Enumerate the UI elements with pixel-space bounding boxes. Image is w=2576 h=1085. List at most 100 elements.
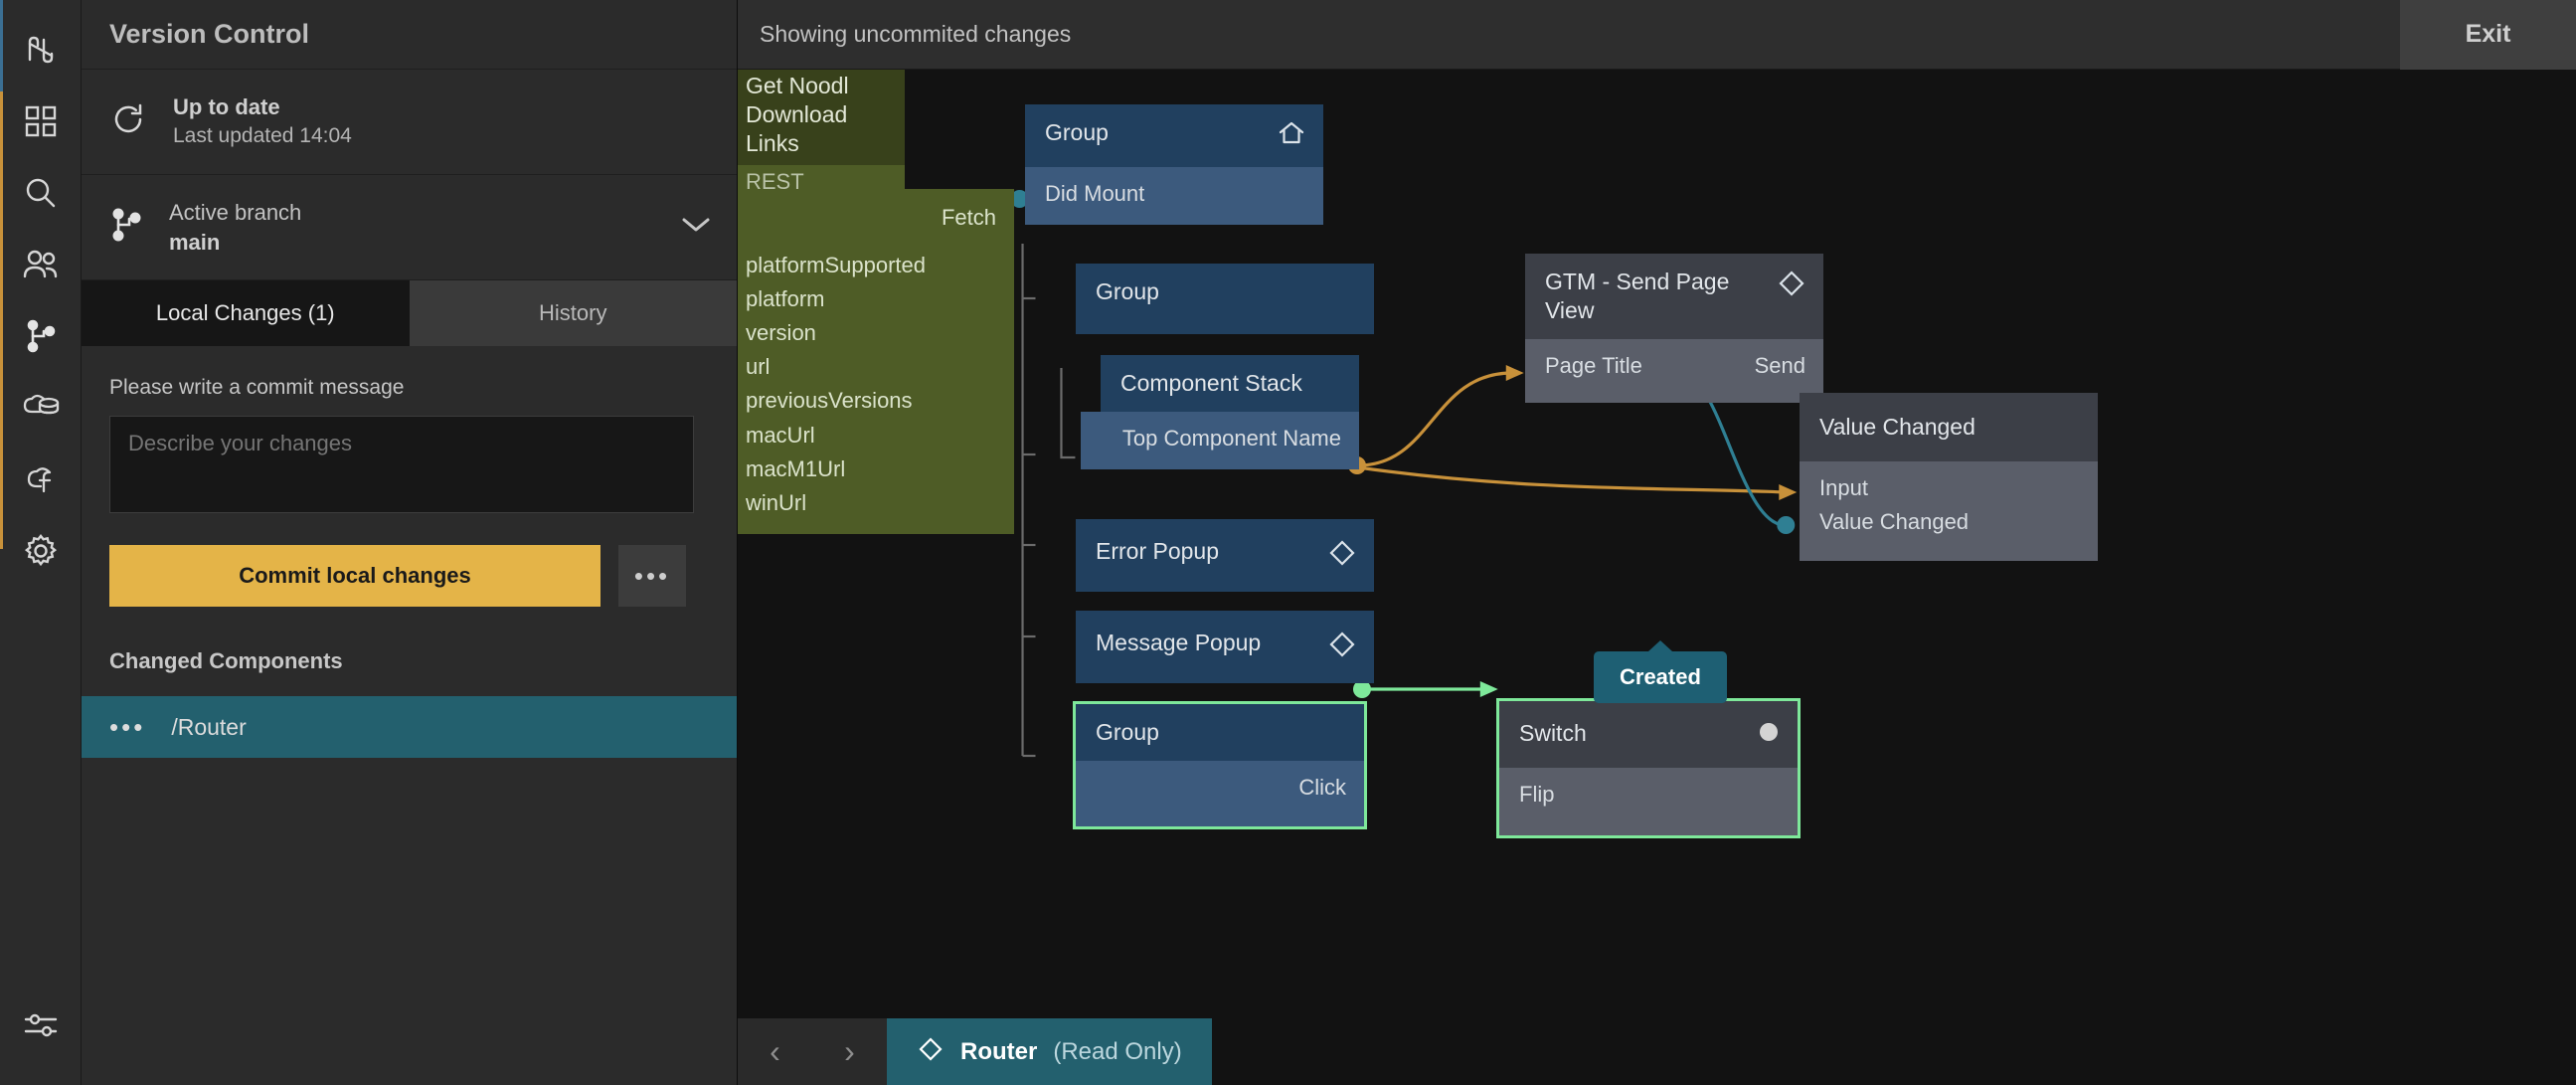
- node-header: GTM - Send Page View: [1525, 254, 1823, 339]
- status-badge: Created: [1594, 640, 1727, 703]
- node-header: Group: [1076, 264, 1374, 320]
- list-item[interactable]: ••• /Router: [82, 696, 737, 758]
- node-title: Group: [1045, 119, 1109, 145]
- branch-icon: [24, 318, 58, 354]
- canvas-nav-arrows: ‹ ›: [738, 1018, 887, 1085]
- node-switch[interactable]: Switch Flip: [1499, 701, 1798, 835]
- commit-actions: Commit local changes •••: [109, 545, 709, 607]
- rail-item-settings[interactable]: [0, 515, 82, 587]
- port-value-changed-out[interactable]: Value Changed: [1819, 508, 1970, 534]
- sync-status-sub: Last updated 14:04: [173, 123, 352, 147]
- tab-router-name: Router: [960, 1037, 1038, 1065]
- canvas-area: Showing uncommited changes Exit: [738, 0, 2576, 1085]
- port-url[interactable]: url: [746, 354, 771, 380]
- tab-router-state: (Read Only): [1053, 1037, 1182, 1065]
- node-header: Value Changed: [1800, 393, 2098, 461]
- rail-item-search[interactable]: [0, 157, 82, 229]
- rail-item-preferences[interactable]: [0, 990, 82, 1061]
- node-message-popup[interactable]: Message Popup: [1076, 611, 1374, 683]
- row-more-icon[interactable]: •••: [109, 711, 146, 742]
- active-branch-row[interactable]: Active branch main: [82, 175, 737, 280]
- rail-item-cloud-data[interactable]: [0, 372, 82, 444]
- port-platform[interactable]: platform: [746, 286, 825, 312]
- sliders-icon: [23, 1010, 59, 1040]
- port-input[interactable]: Input: [1819, 474, 1868, 500]
- port-winUrl[interactable]: winUrl: [746, 489, 807, 515]
- node-title: Message Popup: [1096, 630, 1262, 655]
- tab-router[interactable]: Router (Read Only): [887, 1018, 1212, 1085]
- node-value-changed[interactable]: Value Changed Input Value Changed: [1800, 393, 2098, 561]
- node-component-stack[interactable]: Component Stack Top Component Name: [1081, 355, 1359, 469]
- rail-item-collaborators[interactable]: [0, 229, 82, 300]
- node-header: Group: [1025, 104, 1323, 167]
- commit-section: Please write a commit message Commit loc…: [82, 346, 737, 758]
- port-version[interactable]: version: [746, 320, 816, 346]
- rail-item-version-control[interactable]: [0, 300, 82, 372]
- node-ports: Top Component Name: [1081, 411, 1359, 469]
- port-click[interactable]: Click: [1298, 774, 1346, 800]
- node-title: Group: [1096, 719, 1159, 745]
- dot-icon: [1758, 721, 1780, 750]
- node-get-noodl-download-links-ports[interactable]: Fetch platformSupported platform version…: [738, 189, 1014, 534]
- uncommitted-changes-message: Showing uncommited changes: [760, 21, 1072, 47]
- cloud-functions-icon: [22, 463, 60, 495]
- port-previousVersions[interactable]: previousVersions: [746, 388, 913, 414]
- port-macM1Url[interactable]: macM1Url: [746, 455, 846, 481]
- sync-status-headline: Up to date: [173, 94, 280, 120]
- diamond-icon: [1778, 270, 1805, 304]
- sync-status-row[interactable]: Up to date Last updated 14:04: [82, 70, 737, 175]
- node-gtm-send-page-view[interactable]: GTM - Send Page View Page Title Send: [1525, 254, 1823, 403]
- active-branch-value: main: [169, 229, 221, 255]
- refresh-icon[interactable]: [109, 100, 147, 143]
- port-platformSupported[interactable]: platformSupported: [746, 253, 926, 278]
- chevron-down-icon[interactable]: [681, 216, 711, 239]
- node-graph-canvas[interactable]: Get Noodl Download Links REST Fetch plat…: [738, 70, 2576, 1085]
- tab-history[interactable]: History: [409, 280, 737, 346]
- node-group-root[interactable]: Group Did Mount: [1025, 104, 1323, 225]
- components-grid-icon: [24, 104, 58, 138]
- branch-icon: [109, 205, 143, 250]
- icon-rail: [0, 0, 82, 1085]
- rail-accent-gold: [0, 91, 3, 549]
- active-branch-text: Active branch main: [169, 198, 301, 257]
- rail-item-components[interactable]: [0, 86, 82, 157]
- port-page-title-send[interactable]: Page Title Send: [1545, 352, 1805, 378]
- cloud-data-icon: [22, 391, 60, 425]
- commit-local-changes-button[interactable]: Commit local changes: [109, 545, 601, 607]
- commit-more-options-button[interactable]: •••: [618, 545, 686, 607]
- home-icon: [1278, 120, 1305, 153]
- nav-prev-icon[interactable]: ‹: [770, 1033, 780, 1069]
- changed-component-name: /Router: [171, 713, 247, 740]
- rail-item-cloud-functions[interactable]: [0, 444, 82, 515]
- node-ports: Did Mount: [1025, 166, 1323, 225]
- node-title: Component Stack: [1120, 370, 1302, 396]
- diamond-icon: [1328, 539, 1356, 574]
- node-header: Switch: [1499, 701, 1798, 768]
- node-group-second[interactable]: Group: [1076, 264, 1374, 334]
- panel-tabs: Local Changes (1) History: [82, 280, 737, 346]
- gear-icon: [23, 533, 59, 569]
- port-macUrl[interactable]: macUrl: [746, 422, 815, 448]
- node-title: Value Changed: [1819, 414, 1975, 440]
- node-error-popup[interactable]: Error Popup: [1076, 519, 1374, 592]
- tab-local-changes[interactable]: Local Changes (1): [82, 280, 410, 346]
- search-icon: [23, 175, 59, 211]
- port-did-mount[interactable]: Did Mount: [1045, 180, 1145, 206]
- rail-item-noodl-logo[interactable]: [0, 14, 82, 86]
- port-top-component-name[interactable]: Top Component Name: [1121, 425, 1341, 451]
- node-title: Switch: [1519, 720, 1587, 746]
- exit-button[interactable]: Exit: [2400, 0, 2576, 70]
- node-title: Group: [1096, 278, 1159, 304]
- port-fetch[interactable]: Fetch: [941, 205, 996, 230]
- changed-components-list: ••• /Router: [82, 696, 737, 758]
- node-ports: [1076, 319, 1374, 334]
- node-ports: Page Title Send: [1525, 338, 1823, 403]
- node-header: Component Stack: [1101, 355, 1359, 412]
- commit-message-input[interactable]: [109, 416, 694, 513]
- node-header: Message Popup: [1076, 611, 1374, 683]
- nav-next-icon[interactable]: ›: [844, 1033, 855, 1069]
- port-flip[interactable]: Flip: [1519, 781, 1555, 807]
- rail-accent-blue: [0, 0, 3, 91]
- node-group-click[interactable]: Group Click: [1076, 704, 1364, 826]
